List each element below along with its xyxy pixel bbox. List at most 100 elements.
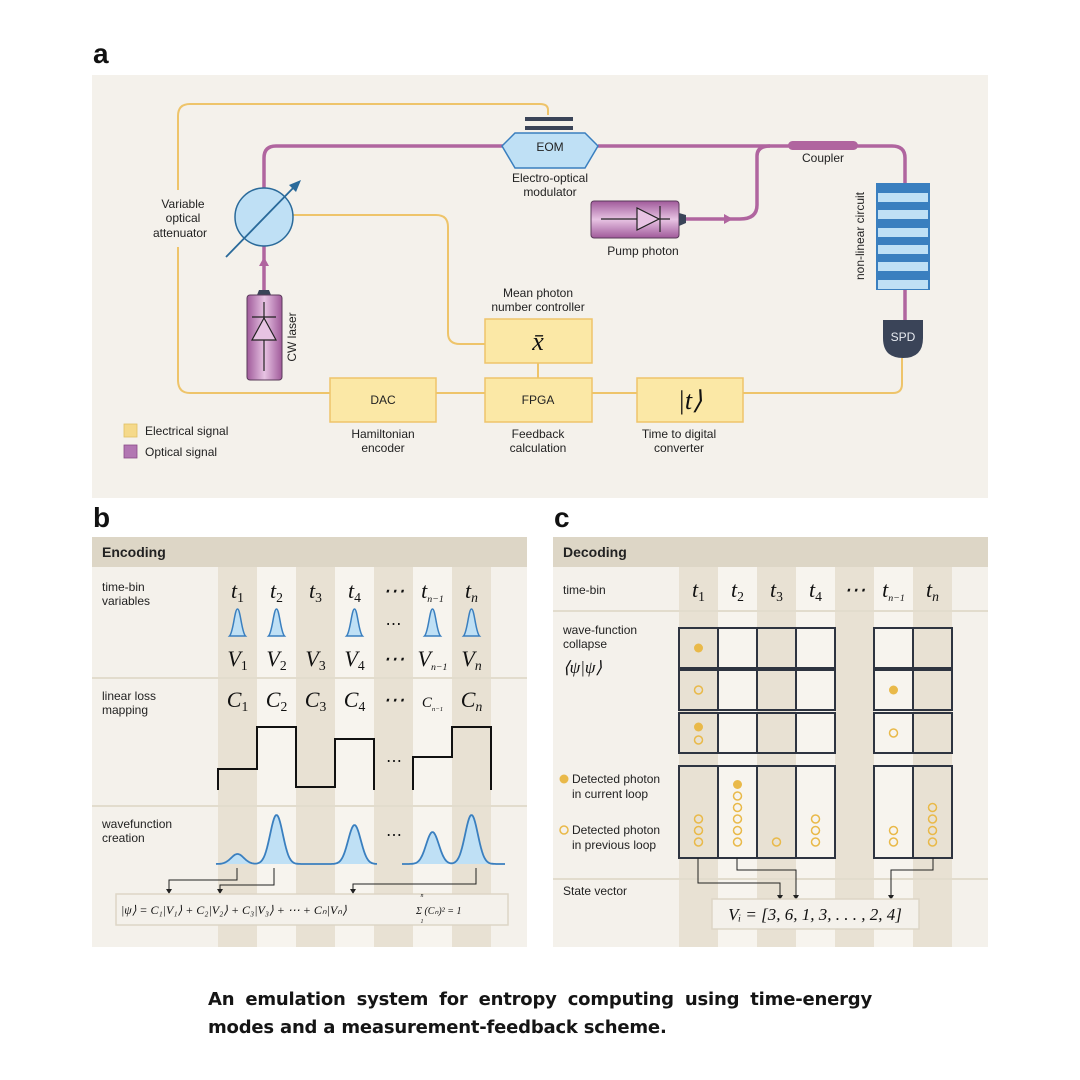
- pulse-icon: [461, 608, 482, 637]
- photon-previous-icon: [771, 837, 782, 847]
- pulse-icon: [422, 608, 443, 637]
- photon-previous-icon: [888, 728, 899, 738]
- voa-caption-1: Variable: [161, 197, 204, 211]
- ellipsis: ⋯: [386, 616, 402, 633]
- pump-photon-caption: Pump photon: [607, 244, 678, 258]
- column-stripe: [874, 567, 913, 947]
- row-label-loss-2: mapping: [102, 703, 148, 717]
- column-stripe: [296, 567, 335, 947]
- dac-box[interactable]: DAC: [329, 377, 437, 423]
- eom-caption-2: modulator: [523, 185, 576, 199]
- eom-label: EOM: [536, 140, 563, 154]
- column-stripe: [718, 567, 757, 947]
- pump-photon-component[interactable]: [590, 200, 686, 239]
- coefficient-label: Cn−1: [422, 695, 443, 713]
- loss-step-function: [217, 726, 492, 790]
- eom-component[interactable]: EOM: [501, 117, 599, 169]
- row-label-timebin-2: variables: [102, 594, 150, 608]
- coefficient-label: C2: [266, 687, 288, 714]
- collapse-cell: [795, 712, 836, 754]
- eom-caption-1: Electro-optical: [512, 171, 588, 185]
- fpga-caption-2: calculation: [510, 441, 567, 455]
- row-label-wave-2: creation: [102, 831, 145, 845]
- mean-photon-controller-box[interactable]: x̄: [484, 318, 593, 364]
- timebin-label: tn: [465, 578, 478, 605]
- collapse-cell: [717, 669, 758, 711]
- collapse-symbol: ⟨ψ|ψ⟩: [563, 658, 602, 677]
- collapse-cell: [717, 627, 758, 669]
- legend-previous-loop: Detected photon in previous loop: [559, 823, 660, 852]
- photon-current-icon: [733, 780, 742, 789]
- row-label-state-vector: State vector: [563, 884, 627, 898]
- photon-current-icon: [694, 722, 703, 732]
- coupler-component[interactable]: [788, 141, 858, 150]
- row-label-collapse-2: collapse: [563, 637, 607, 651]
- collapse-cell: [678, 669, 719, 711]
- variable-label: V1: [227, 646, 247, 673]
- fpga-caption-1: Feedback: [512, 427, 566, 441]
- pulse-icon: [266, 608, 287, 637]
- tdc-box[interactable]: |t⟩: [636, 377, 744, 423]
- equation-box: [115, 893, 509, 926]
- timebin-label: t3: [309, 578, 322, 605]
- dac-label: DAC: [370, 393, 396, 407]
- arrowhead-icon: [888, 895, 894, 900]
- pulse-icon: [227, 608, 248, 637]
- photon-current-icon: [889, 685, 898, 695]
- norm-upper: n: [421, 893, 424, 899]
- legend-optical: Optical signal: [123, 444, 217, 459]
- optical-lines: [262, 144, 907, 322]
- collapse-cell: [756, 712, 797, 754]
- collapse-cell: [795, 669, 836, 711]
- dac-caption-1: Hamiltonian: [351, 427, 414, 441]
- row-label-timebin-1: time-bin: [102, 580, 145, 594]
- voa-component[interactable]: [225, 180, 301, 258]
- photon-previous-icon: [927, 802, 938, 813]
- photon-previous-icon: [888, 837, 899, 847]
- electrical-lines: [177, 103, 903, 394]
- photon-previous-icon: [693, 735, 704, 745]
- voa-caption-3: attenuator: [153, 226, 207, 240]
- collapse-grid: [678, 627, 953, 859]
- tdc-symbol: |t⟩: [678, 386, 703, 415]
- photon-previous-icon: [693, 837, 704, 847]
- timebin-label: t1: [231, 578, 244, 605]
- collapse-cell: [912, 669, 953, 711]
- normalization-equation: Σ (Cₙ)² = 1: [415, 906, 462, 917]
- timebin-label: t4: [348, 578, 361, 605]
- fpga-box[interactable]: FPGA: [484, 377, 593, 423]
- timebin-label: t2: [270, 578, 283, 605]
- voa-caption-2: optical: [166, 211, 201, 225]
- svg-text:in current loop: in current loop: [572, 787, 648, 801]
- photon-markers: [693, 643, 938, 847]
- variable-label: V2: [266, 646, 286, 673]
- panel-letter-b: b: [93, 502, 111, 533]
- pulse-icon: [344, 608, 365, 637]
- step-ellipsis: ⋯: [386, 753, 402, 770]
- timebin-label: tn: [926, 577, 939, 604]
- timebin-label: t3: [770, 577, 783, 604]
- coefficient-label: C3: [305, 687, 327, 714]
- photon-previous-icon: [810, 837, 821, 847]
- dac-caption-2: encoder: [361, 441, 404, 455]
- norm-lower: 1: [421, 919, 424, 925]
- arrow-icon: [724, 214, 733, 224]
- photon-previous-icon: [927, 825, 938, 836]
- coefficient-label: C4: [344, 687, 366, 714]
- arrowhead-icon: [350, 889, 356, 894]
- svg-text:Detected photon: Detected photon: [572, 772, 660, 786]
- cw-laser-component[interactable]: [246, 290, 283, 381]
- wavefunction-fill: [216, 815, 377, 864]
- collapse-cell: [756, 765, 797, 859]
- collapse-cell: [873, 712, 914, 754]
- figure-caption: An emulation system for entropy computin…: [208, 989, 872, 1038]
- spd-component[interactable]: SPD: [883, 320, 923, 358]
- photon-previous-icon: [732, 802, 743, 813]
- nonlinear-circuit-component[interactable]: [876, 183, 930, 290]
- timebin-label: ⋯: [844, 577, 866, 602]
- photon-previous-icon: [810, 825, 821, 836]
- panel-b-header-bar: [92, 537, 527, 567]
- column-stripe: [679, 567, 718, 947]
